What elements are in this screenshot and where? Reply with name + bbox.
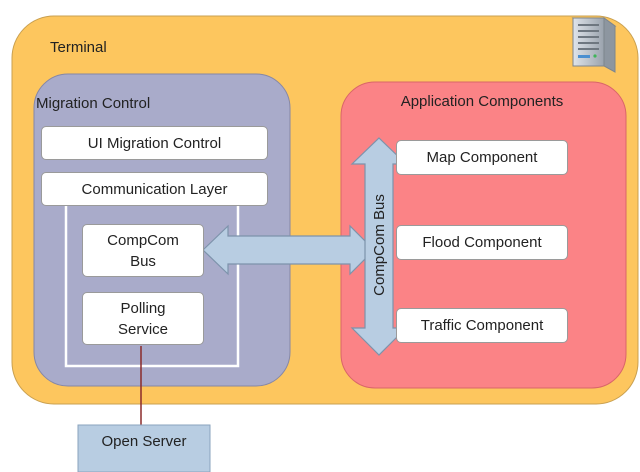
server-icon xyxy=(571,17,617,73)
open-server-label: Open Server xyxy=(101,432,187,450)
communication-layer-box: Communication Layer xyxy=(41,172,268,206)
open-server-box xyxy=(77,424,211,472)
vertical-bus-label: CompCom Bus xyxy=(370,194,388,296)
ui-migration-control-box: UI Migration Control xyxy=(41,126,268,160)
migration-control-title: Migration Control xyxy=(36,94,151,112)
application-components-title: Application Components xyxy=(400,92,564,110)
flood-component-box: Flood Component xyxy=(396,225,568,260)
map-component-box: Map Component xyxy=(396,140,568,175)
compcom-bus-box: CompCom Bus xyxy=(82,224,204,277)
traffic-component-box: Traffic Component xyxy=(396,308,568,343)
terminal-label: Terminal xyxy=(50,38,107,56)
communication-layer-frame xyxy=(64,205,240,368)
polling-service-box: Polling Service xyxy=(82,292,204,345)
